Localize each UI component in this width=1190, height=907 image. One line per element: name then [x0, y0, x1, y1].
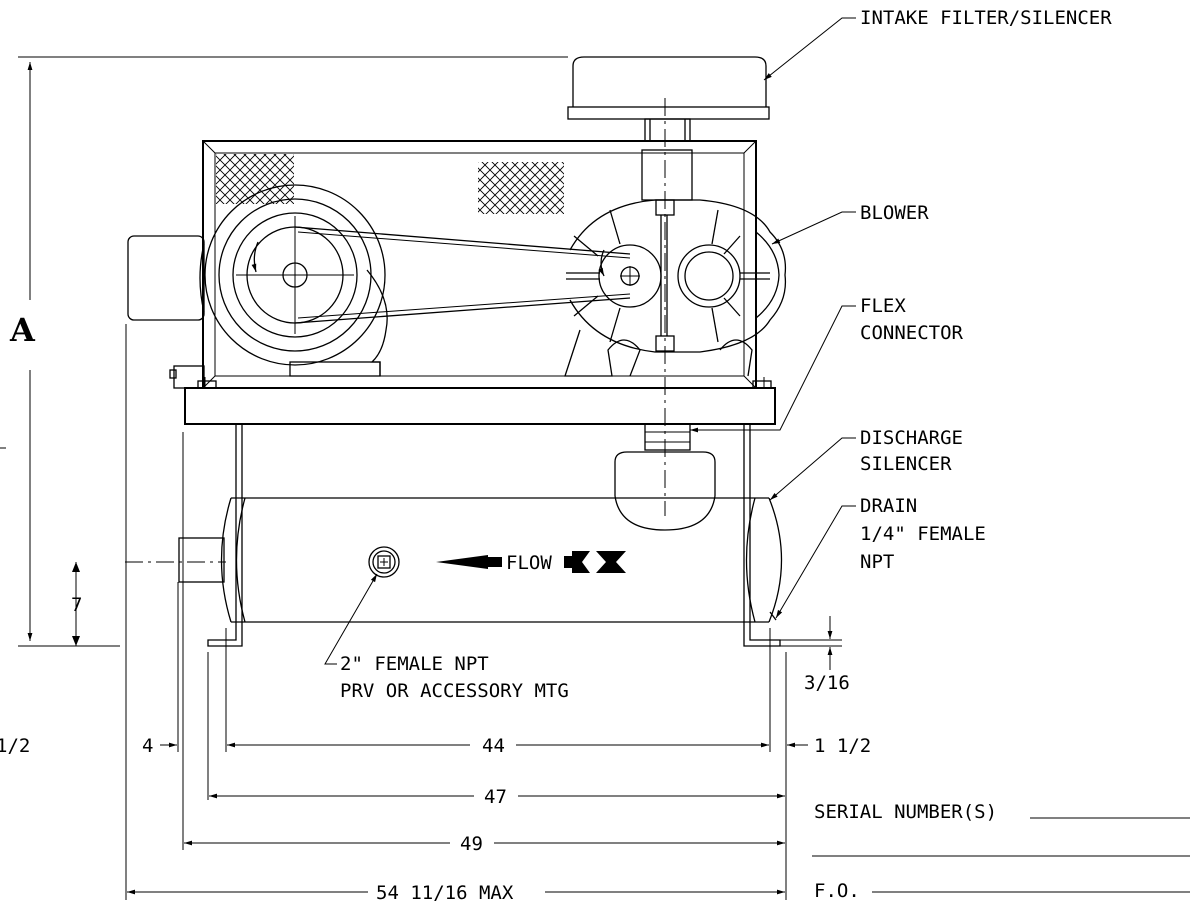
callout-port-use: PRV OR ACCESSORY MTG	[340, 680, 569, 702]
dimension-edge-partial: 1/2	[0, 735, 30, 757]
discharge-silencer	[178, 451, 783, 623]
intake-filter-silencer	[567, 56, 770, 142]
support-legs	[207, 424, 781, 647]
dimension-lines	[0, 56, 842, 900]
callout-discharge: DISCHARGE	[860, 427, 963, 449]
callout-connector: CONNECTOR	[860, 322, 964, 344]
flow-label: FLOW	[506, 552, 552, 574]
guard-mesh-left	[216, 154, 294, 204]
leader-lines	[324, 17, 856, 665]
guard-mesh-right	[478, 162, 564, 214]
callout-flex: FLEX	[860, 295, 906, 317]
accessory-port	[368, 546, 400, 578]
flow-arrow	[436, 551, 626, 573]
fo-label: F.O.	[814, 880, 860, 902]
title-block	[812, 817, 1190, 893]
dimension-49: 49	[460, 833, 483, 855]
dimension-54: 54 11/16 MAX	[376, 882, 514, 904]
enclosure-frame	[202, 140, 757, 389]
drive-belt-assembly	[204, 184, 631, 377]
blower	[564, 149, 787, 377]
callout-intake-filter: INTAKE FILTER/SILENCER	[860, 7, 1112, 29]
motor	[127, 235, 205, 389]
centerlines	[125, 98, 666, 563]
dimension-a-label: A	[9, 311, 36, 349]
dimension-7: 7	[71, 594, 82, 616]
dimension-4: 4	[142, 735, 153, 757]
dimension-3-16: 3/16	[804, 672, 850, 694]
base-plate	[184, 377, 776, 425]
callout-drain-size: 1/4" FEMALE	[860, 523, 986, 545]
callout-blower: BLOWER	[860, 202, 929, 224]
serial-number-label: SERIAL NUMBER(S)	[814, 801, 997, 823]
dimension-1-1-2: 1 1/2	[814, 735, 871, 757]
callout-silencer: SILENCER	[860, 453, 952, 475]
callout-port-size: 2" FEMALE NPT	[340, 653, 489, 675]
dimension-47: 47	[484, 786, 507, 808]
callout-drain-npt: NPT	[860, 551, 894, 573]
flex-connector	[644, 423, 691, 451]
callout-drain: DRAIN	[860, 495, 917, 517]
dimension-44: 44	[482, 735, 505, 757]
